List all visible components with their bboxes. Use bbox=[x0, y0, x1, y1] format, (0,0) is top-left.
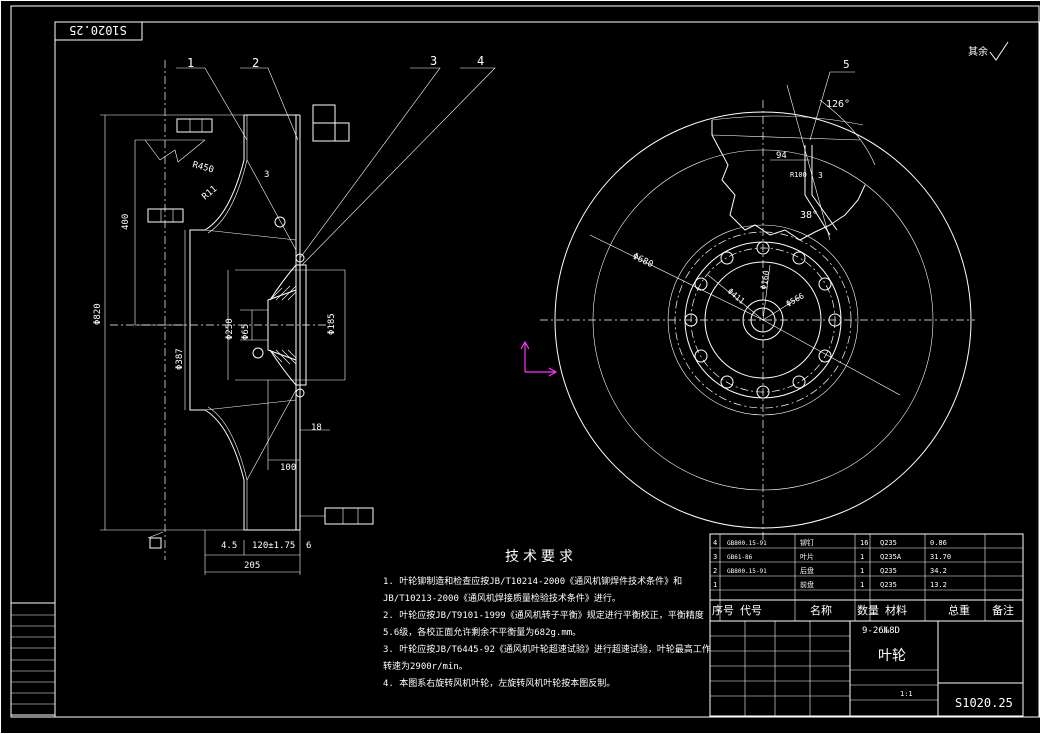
col-note: 备注 bbox=[992, 603, 1014, 617]
drawing-number-rotated: S1020.25 bbox=[69, 23, 127, 37]
dim-r450: R450 bbox=[191, 160, 215, 175]
dim-r100: R100 bbox=[790, 171, 807, 179]
callout-1: 1 bbox=[187, 56, 194, 70]
callout-5: 5 bbox=[843, 58, 850, 71]
requirement-item: 1. 叶轮铆制造和检查应按JB/T10214-2000《通风机铆焊件技术条件》和… bbox=[383, 577, 683, 604]
part-material: Q235 bbox=[880, 567, 897, 575]
dim-r11: R11 bbox=[201, 184, 220, 202]
part-no: 4 bbox=[713, 539, 717, 547]
requirement-item: 4. 本图系右旋转风机叶轮，左旋转风机叶轮按本图反制。 bbox=[383, 679, 616, 689]
part-code: GB61-86 bbox=[727, 554, 753, 561]
part-weight: 34.2 bbox=[930, 567, 947, 575]
part-name: 铆钉 bbox=[800, 538, 814, 547]
part-no: 1 bbox=[713, 581, 717, 589]
part-qty: 1 bbox=[860, 553, 864, 561]
dim-100: 100 bbox=[280, 463, 296, 473]
dim-205: 205 bbox=[244, 561, 260, 571]
part-title: 叶轮 bbox=[878, 648, 906, 664]
roughness-note: 其余 bbox=[968, 45, 988, 58]
part-name: 后盘 bbox=[800, 566, 814, 575]
dim-3-front: 3 bbox=[818, 171, 823, 180]
title-block-text: 序号 代号 名称 数量 材料 总重 备注 4 GB800.15-91 铆钉 16… bbox=[712, 538, 1014, 710]
dim-d566: Φ566 bbox=[785, 291, 806, 309]
col-qty: 数量 bbox=[857, 604, 879, 617]
col-code: 代号 bbox=[740, 604, 762, 617]
dim-d680: Φ680 bbox=[631, 252, 655, 270]
dim-d65: Φ65 bbox=[241, 324, 251, 340]
col-name: 名称 bbox=[810, 603, 832, 617]
dim-d185: Φ185 bbox=[327, 313, 337, 335]
part-material: Q235 bbox=[880, 539, 897, 547]
dim-120: 120±1.75 bbox=[252, 541, 295, 551]
part-qty: 1 bbox=[860, 581, 864, 589]
part-weight: 13.2 bbox=[930, 581, 947, 589]
part-material: Q235A bbox=[880, 553, 902, 561]
part-code: GB800.15-91 bbox=[727, 540, 767, 547]
dim-6: 6 bbox=[306, 541, 311, 551]
part-qty: 16 bbox=[860, 539, 868, 547]
dim-94: 94 bbox=[776, 151, 787, 161]
dim-d160: Φ160 bbox=[759, 270, 771, 291]
part-weight: 31.70 bbox=[930, 553, 951, 561]
dim-3-section: 3 bbox=[264, 170, 269, 180]
dim-400: 400 bbox=[121, 214, 131, 230]
requirement-item: 3. 叶轮应按JB/T6445-92《通风机叶轮超速试验》进行超速试验，叶轮最高… bbox=[383, 645, 711, 672]
model-number: 9-26№8D bbox=[862, 626, 900, 636]
callout-4: 4 bbox=[477, 54, 484, 68]
title-block bbox=[709, 533, 1024, 717]
section-dimensions: 1 2 3 4 Φ820 400 R450 R11 Φ387 Φ250 Φ65 … bbox=[93, 54, 484, 571]
front-dimensions: 5 126° 38° 94 R100 3 Φ680 Φ411 Φ160 Φ566… bbox=[631, 41, 1009, 309]
requirements-list: 1. 叶轮铆制造和检查应按JB/T10214-2000《通风机铆焊件技术条件》和… bbox=[383, 574, 713, 693]
drawing-frame bbox=[54, 21, 1041, 718]
callout-2: 2 bbox=[252, 56, 259, 70]
dim-d820: Φ820 bbox=[93, 303, 103, 325]
dim-4-5: 4.5 bbox=[221, 541, 237, 551]
binding-strip bbox=[10, 602, 56, 716]
part-name: 前盘 bbox=[800, 580, 814, 589]
front-view bbox=[520, 71, 975, 540]
section-view bbox=[100, 60, 496, 575]
part-code: GB800.15-91 bbox=[727, 568, 767, 575]
dim-d250: Φ250 bbox=[225, 318, 235, 340]
dim-d387: Φ387 bbox=[175, 348, 185, 370]
angle-126: 126° bbox=[826, 99, 850, 110]
part-qty: 1 bbox=[860, 567, 864, 575]
roughness-symbol bbox=[989, 41, 1009, 61]
scale-ratio: 1:1 bbox=[900, 690, 913, 698]
part-weight: 0.86 bbox=[930, 539, 947, 547]
requirement-item: 2. 叶轮应按JB/T9101-1999《通风机转子平衡》规定进行平衡校正，平衡… bbox=[383, 611, 704, 638]
requirements-title: 技术要求 bbox=[505, 549, 577, 565]
part-no: 3 bbox=[713, 553, 717, 561]
part-no: 2 bbox=[713, 567, 717, 575]
part-name: 叶片 bbox=[800, 552, 814, 561]
col-weight: 总重 bbox=[948, 603, 970, 617]
col-no: 序号 bbox=[712, 603, 734, 617]
title-drawing-code: S1020.25 bbox=[955, 696, 1013, 710]
dim-18: 18 bbox=[311, 423, 322, 433]
angle-38: 38° bbox=[800, 210, 818, 221]
callout-3: 3 bbox=[430, 54, 437, 68]
drawing-number-box bbox=[54, 21, 143, 41]
part-material: Q235 bbox=[880, 581, 897, 589]
col-material: 材料 bbox=[885, 603, 907, 617]
